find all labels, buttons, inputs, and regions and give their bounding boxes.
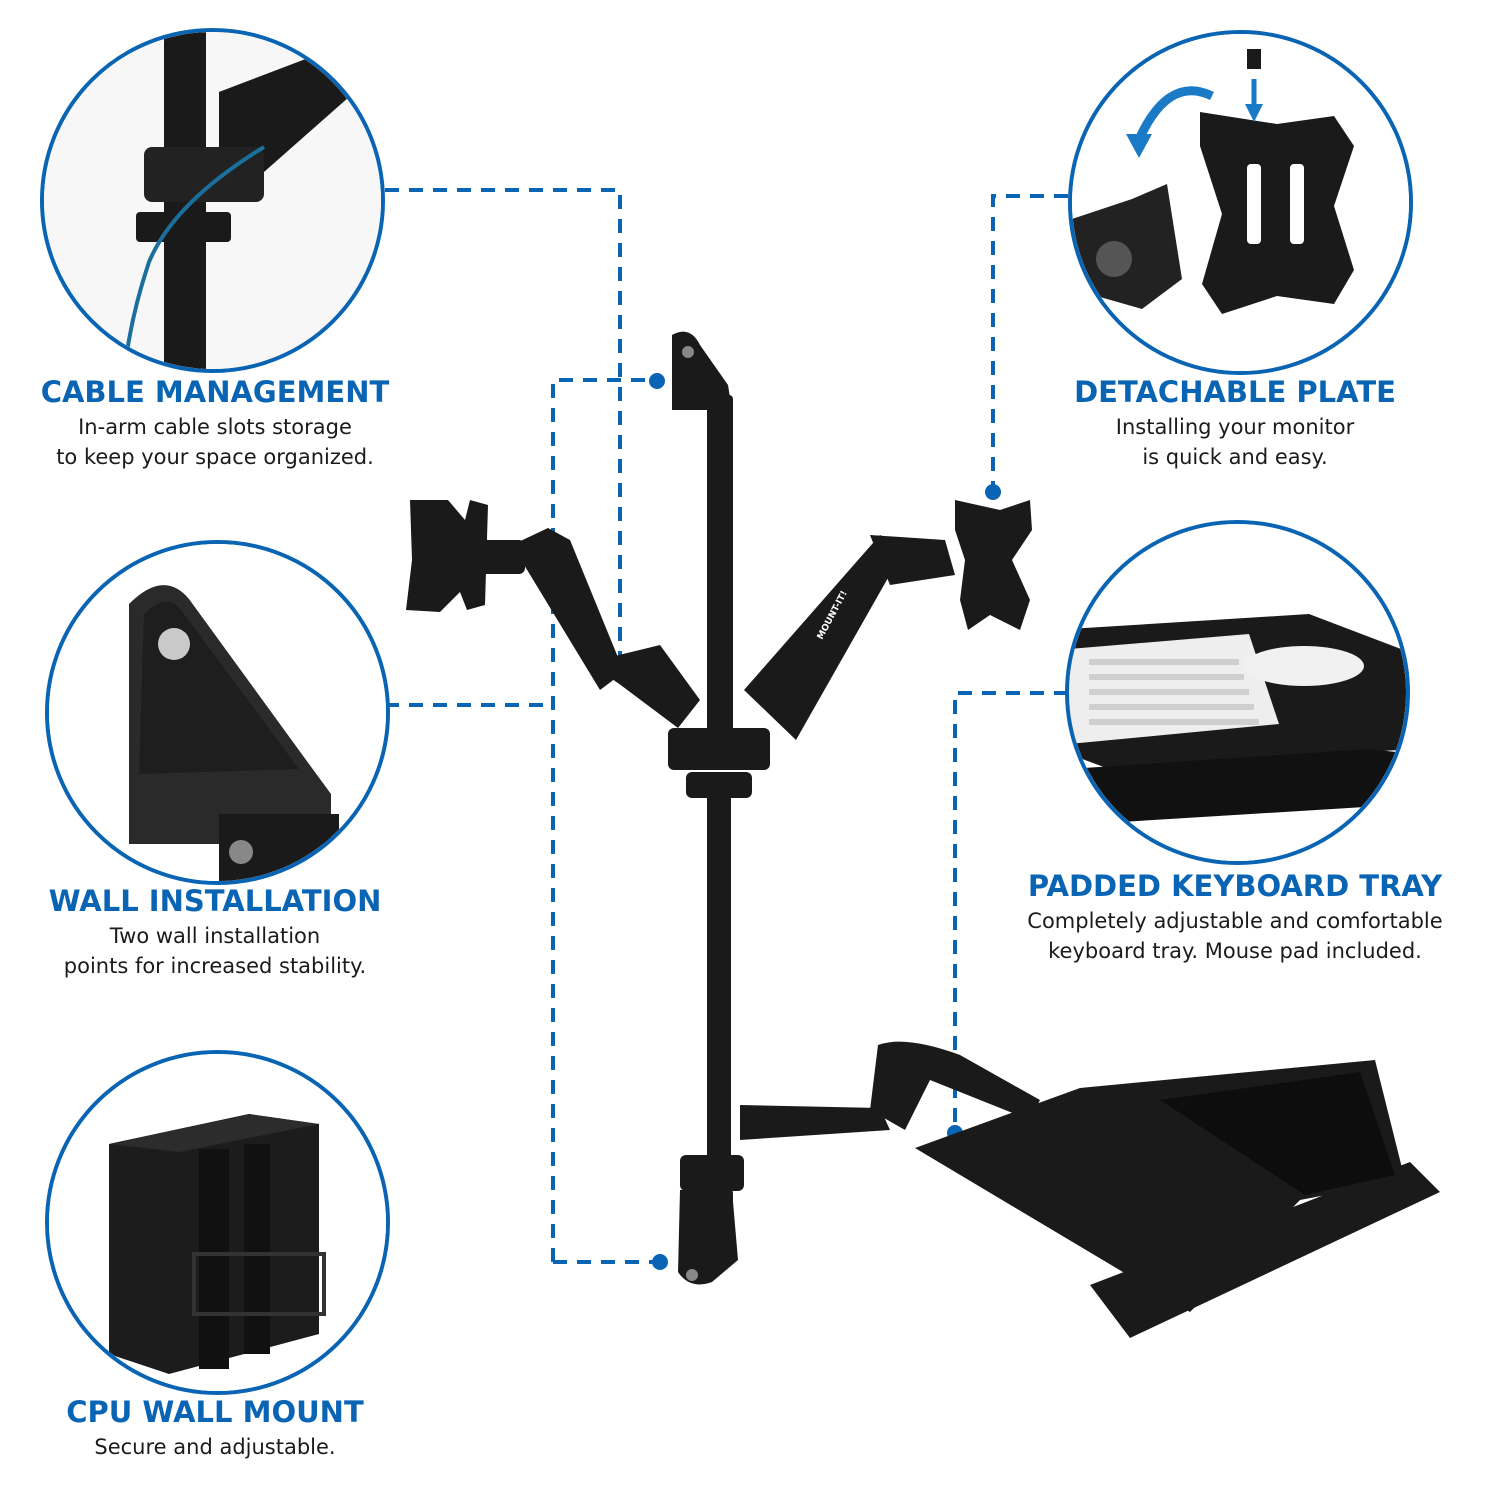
cpu-wall-mount-detail-circle: [45, 1050, 390, 1395]
vesa-plate-icon: [1072, 34, 1409, 371]
bottom-wall-point-dot: [652, 1254, 668, 1270]
keyboard-tray-detail-circle: [1065, 520, 1410, 865]
left-arm-lower: [590, 645, 700, 728]
wrist-rest: [1090, 1162, 1440, 1338]
mouse-pad: [1160, 1072, 1395, 1195]
keyboard-tray-caption: PADDED KEYBOARD TRAY Completely adjustab…: [990, 868, 1480, 966]
feature-title: CPU WALL MOUNT: [66, 1395, 364, 1429]
feature-title: DETACHABLE PLATE: [1074, 375, 1396, 409]
left-arm-upper: [512, 528, 624, 690]
cable-management-caption: CABLE MANAGEMENT In-arm cable slots stor…: [10, 374, 420, 472]
feature-description-line1: Completely adjustable and comfortable: [1027, 909, 1443, 933]
cable-management-icon: [44, 32, 381, 369]
feature-description-line1: In-arm cable slots storage: [78, 415, 352, 439]
feature-description-line2: to keep your space organized.: [56, 445, 374, 469]
right-arm-upper: [744, 535, 905, 740]
main-pole-upper: [707, 395, 733, 735]
wall-installation-detail-circle: [45, 540, 390, 885]
wall-bracket-icon: [49, 544, 386, 881]
cpu-wall-mount-caption: CPU WALL MOUNT Secure and adjustable.: [10, 1394, 420, 1462]
left-vesa-plate: [406, 500, 488, 612]
detachable-plate-detail-circle: [1068, 30, 1413, 375]
arm-hub: [668, 728, 770, 770]
feature-title: PADDED KEYBOARD TRAY: [1027, 869, 1443, 903]
feature-title: WALL INSTALLATION: [48, 884, 382, 918]
feature-description-line1: Secure and adjustable.: [94, 1435, 336, 1459]
detachable-plate-caption: DETACHABLE PLATE Installing your monitor…: [1030, 374, 1440, 472]
feature-description-line1: Installing your monitor: [1115, 415, 1355, 439]
wall-installation-caption: WALL INSTALLATION Two wall installation …: [10, 883, 420, 981]
feature-description-line2: is quick and easy.: [1142, 445, 1328, 469]
keyboard-arm-upper: [870, 1041, 1040, 1130]
cable-management-detail-circle: [40, 28, 385, 373]
main-pole-lower: [707, 780, 731, 1160]
cpu-holder-icon: [49, 1054, 386, 1391]
right-vesa-plate: [955, 500, 1032, 630]
top-wall-point-dot: [649, 373, 665, 389]
feature-title: CABLE MANAGEMENT: [40, 375, 390, 409]
keyboard-arm-lower: [740, 1105, 890, 1140]
vesa-plate-dot: [985, 484, 1001, 500]
feature-description-line2: keyboard tray. Mouse pad included.: [1048, 939, 1422, 963]
feature-description-line2: points for increased stability.: [63, 954, 367, 978]
keyboard-tray-icon: [1069, 524, 1406, 861]
feature-description-line1: Two wall installation: [109, 924, 321, 948]
